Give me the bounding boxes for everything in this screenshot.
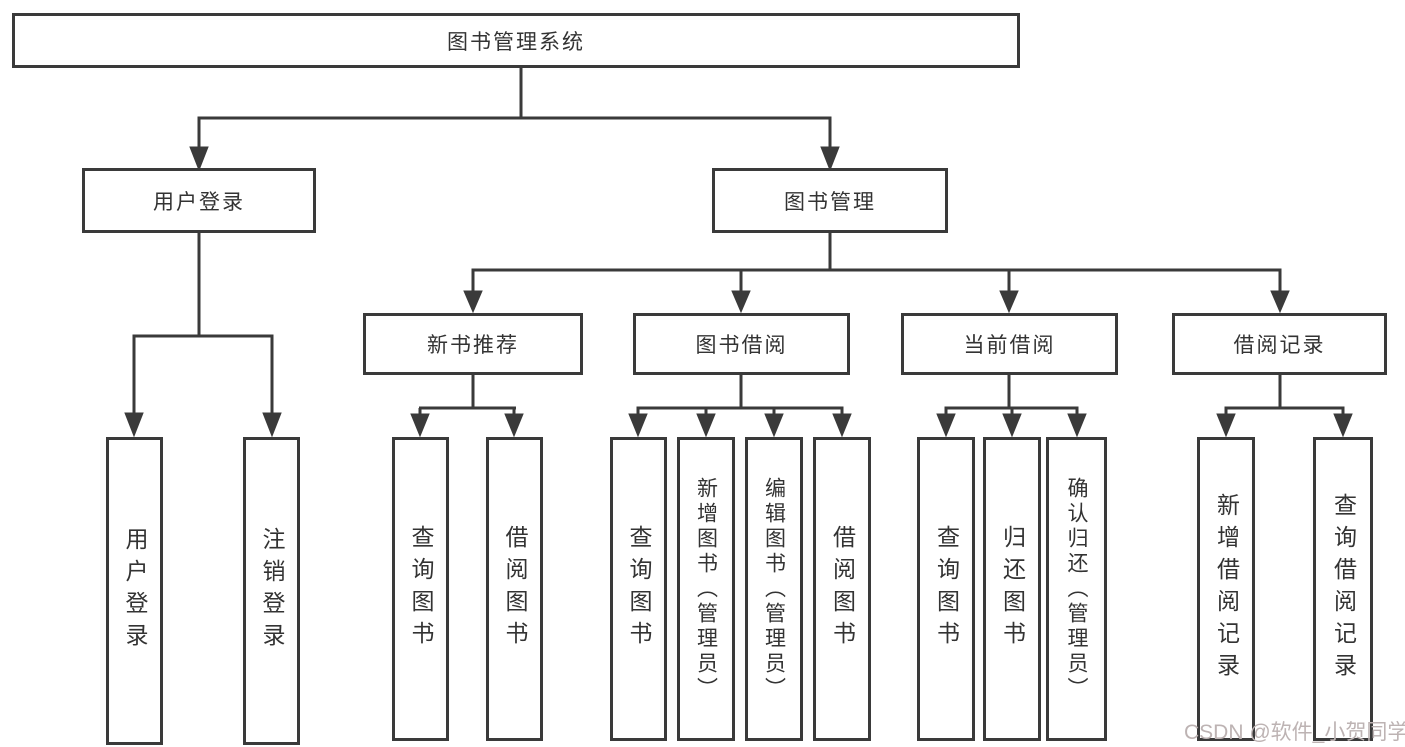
arrowhead bbox=[463, 290, 483, 314]
arrowhead bbox=[1216, 413, 1236, 438]
arrowhead bbox=[696, 413, 716, 438]
leaf-edit-book-admin: 编辑图书（管理员） bbox=[745, 437, 803, 741]
node-new-book-recommend-label: 新书推荐 bbox=[427, 334, 519, 357]
arrowhead bbox=[1067, 413, 1087, 438]
arrowhead bbox=[936, 413, 956, 438]
arrowhead bbox=[1002, 413, 1022, 438]
csdn-watermark: CSDN @软件_小贺同学 bbox=[1184, 721, 1405, 744]
node-borrow-record-label: 借阅记录 bbox=[1233, 334, 1326, 357]
node-new-book-recommend: 新书推荐 bbox=[363, 313, 583, 375]
leaf-query-borrow-record-label: 查询借阅记录 bbox=[1330, 493, 1357, 685]
leaf-query-books-3-label: 查询图书 bbox=[933, 525, 960, 653]
node-root-label: 图书管理系统 bbox=[447, 30, 585, 54]
arrowhead bbox=[731, 290, 751, 314]
node-current-borrow-label: 当前借阅 bbox=[963, 334, 1056, 357]
node-book-management-label: 图书管理 bbox=[784, 190, 876, 214]
node-user-login: 用户登录 bbox=[82, 168, 316, 233]
leaf-logout-label: 注销登录 bbox=[259, 527, 285, 655]
arrowhead bbox=[628, 413, 648, 438]
arrowhead bbox=[832, 413, 852, 438]
leaf-borrow-books-2-label: 借阅图书 bbox=[829, 525, 856, 653]
leaf-add-book-admin: 新增图书（管理员） bbox=[677, 437, 735, 741]
leaf-logout: 注销登录 bbox=[243, 437, 300, 745]
leaf-add-book-admin-label: 新增图书（管理员） bbox=[694, 476, 718, 702]
arrowhead bbox=[1333, 413, 1353, 438]
arrowhead bbox=[999, 290, 1019, 314]
node-book-borrow-label: 图书借阅 bbox=[695, 334, 788, 357]
node-current-borrow: 当前借阅 bbox=[901, 313, 1118, 375]
arrowhead bbox=[1270, 290, 1290, 314]
arrowhead bbox=[262, 412, 282, 438]
leaf-confirm-return-admin-label: 确认归还（管理员） bbox=[1065, 476, 1088, 702]
leaf-return-book: 归还图书 bbox=[983, 437, 1041, 741]
leaf-borrow-books-1-label: 借阅图书 bbox=[502, 525, 528, 653]
leaf-return-book-label: 归还图书 bbox=[999, 525, 1026, 653]
leaf-borrow-books-1: 借阅图书 bbox=[486, 437, 543, 741]
arrowhead bbox=[820, 146, 840, 172]
arrowhead bbox=[764, 413, 784, 438]
leaf-query-books-2: 查询图书 bbox=[610, 437, 667, 741]
arrowhead bbox=[124, 412, 144, 438]
leaf-query-books-2-label: 查询图书 bbox=[626, 525, 652, 653]
leaf-edit-book-admin-label: 编辑图书（管理员） bbox=[762, 476, 786, 702]
node-root: 图书管理系统 bbox=[12, 13, 1020, 68]
leaf-confirm-return-admin: 确认归还（管理员） bbox=[1046, 437, 1107, 741]
leaf-query-books-1-label: 查询图书 bbox=[408, 525, 434, 653]
node-user-login-label: 用户登录 bbox=[153, 190, 245, 214]
arrowhead bbox=[504, 413, 524, 438]
leaf-user-login: 用户登录 bbox=[106, 437, 163, 745]
connectors bbox=[124, 66, 1353, 438]
leaf-query-books-1: 查询图书 bbox=[392, 437, 449, 741]
leaf-borrow-books-2: 借阅图书 bbox=[813, 437, 871, 741]
arrowhead bbox=[189, 146, 209, 172]
node-book-borrow: 图书借阅 bbox=[633, 313, 850, 375]
leaf-query-borrow-record: 查询借阅记录 bbox=[1313, 437, 1373, 741]
node-book-management: 图书管理 bbox=[712, 168, 948, 233]
leaf-add-borrow-record-label: 新增借阅记录 bbox=[1213, 493, 1240, 685]
leaf-user-login-label: 用户登录 bbox=[122, 527, 148, 655]
leaf-query-books-3: 查询图书 bbox=[917, 437, 975, 741]
node-borrow-record: 借阅记录 bbox=[1172, 313, 1387, 375]
leaf-add-borrow-record: 新增借阅记录 bbox=[1197, 437, 1255, 741]
arrowhead bbox=[410, 413, 430, 438]
